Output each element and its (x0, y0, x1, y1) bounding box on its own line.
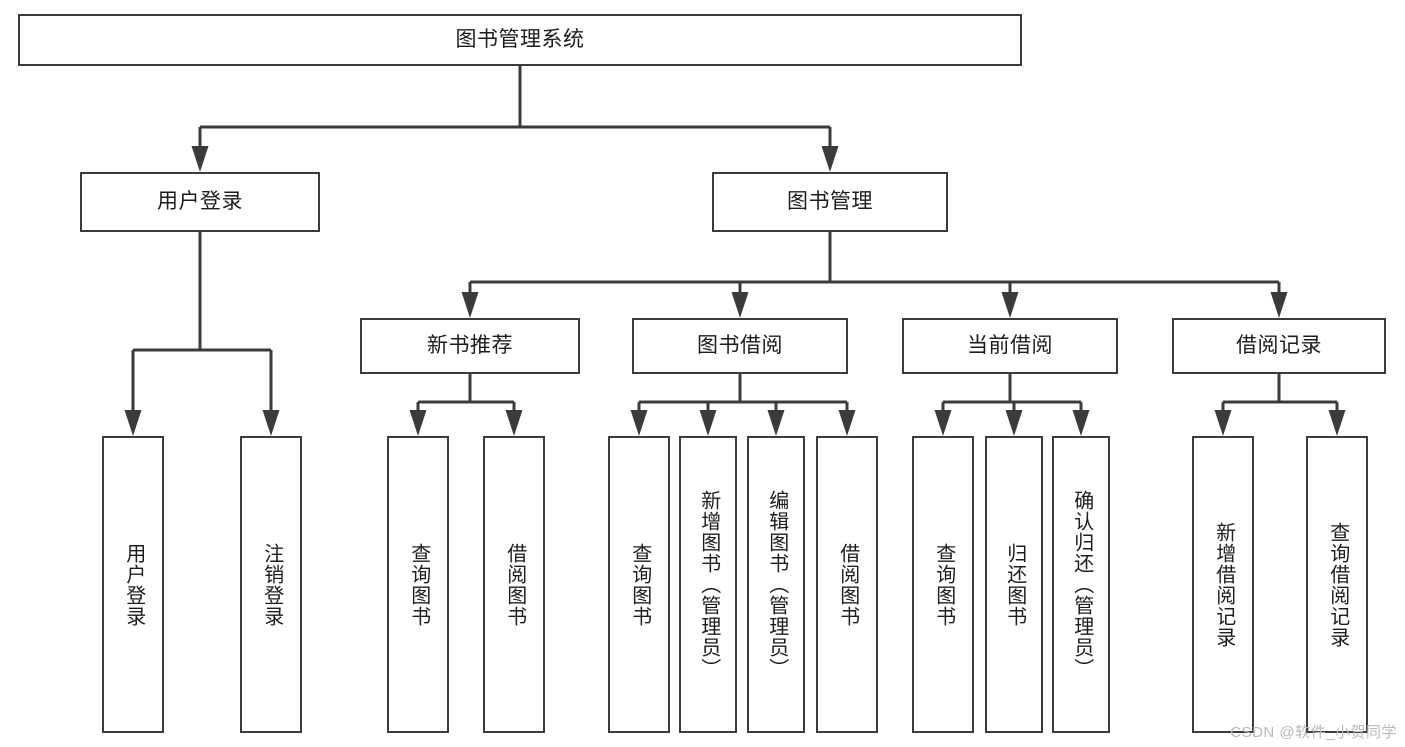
arrow-head-icon (1072, 410, 1090, 436)
node-leaf-query-record[interactable]: 查询借阅记录 (1306, 436, 1368, 733)
node-label: 查询图书 (407, 542, 430, 627)
node-label: 编辑图书（管理员） (765, 490, 788, 679)
node-leaf-borrow-book-2[interactable]: 借阅图书 (816, 436, 878, 733)
node-label: 当前借阅 (967, 333, 1053, 357)
node-label: 查询图书 (628, 542, 651, 627)
node-label: 借阅记录 (1236, 333, 1322, 357)
node-label: 新增图书（管理员） (697, 490, 720, 679)
node-label: 借阅图书 (503, 542, 526, 627)
node-label: 用户登录 (122, 542, 145, 627)
node-label: 注销登录 (260, 542, 283, 627)
arrow-head-icon (262, 410, 280, 436)
node-leaf-user-login[interactable]: 用户登录 (102, 436, 164, 733)
node-new-book-rec[interactable]: 新书推荐 (360, 318, 580, 374)
node-leaf-add-book[interactable]: 新增图书（管理员） (679, 436, 737, 733)
node-label: 图书管理系统 (455, 27, 585, 51)
node-label: 图书借阅 (697, 333, 783, 357)
node-leaf-user-logout[interactable]: 注销登录 (240, 436, 302, 733)
arrow-head-icon (838, 410, 856, 436)
node-root[interactable]: 图书管理系统 (18, 14, 1022, 66)
node-book-borrow[interactable]: 图书借阅 (632, 318, 848, 374)
node-current-borrow[interactable]: 当前借阅 (902, 318, 1118, 374)
node-leaf-query-book-2[interactable]: 查询图书 (608, 436, 670, 733)
arrow-head-icon (461, 292, 479, 318)
node-label: 查询图书 (932, 542, 955, 627)
node-label: 确认归还（管理员） (1070, 490, 1093, 679)
node-label: 查询借阅记录 (1326, 521, 1349, 648)
node-label: 归还图书 (1003, 542, 1026, 627)
arrow-head-icon (124, 410, 142, 436)
arrow-head-icon (630, 410, 648, 436)
node-leaf-confirm-return[interactable]: 确认归还（管理员） (1052, 436, 1110, 733)
arrow-head-icon (191, 146, 209, 172)
arrow-head-icon (1270, 292, 1288, 318)
arrow-head-icon (767, 410, 785, 436)
node-label: 图书管理 (787, 189, 873, 213)
arrow-head-icon (1001, 292, 1019, 318)
node-leaf-add-record[interactable]: 新增借阅记录 (1192, 436, 1254, 733)
arrow-head-icon (934, 410, 952, 436)
node-label: 新书推荐 (427, 333, 513, 357)
node-leaf-query-book-1[interactable]: 查询图书 (387, 436, 449, 733)
node-user-login[interactable]: 用户登录 (80, 172, 320, 232)
node-label: 用户登录 (157, 189, 243, 213)
node-leaf-return-book[interactable]: 归还图书 (985, 436, 1043, 733)
arrow-head-icon (699, 410, 717, 436)
arrow-head-icon (821, 146, 839, 172)
node-leaf-query-book-3[interactable]: 查询图书 (912, 436, 974, 733)
node-label: 新增借阅记录 (1212, 521, 1235, 648)
arrow-head-icon (505, 410, 523, 436)
arrow-head-icon (1214, 410, 1232, 436)
node-borrow-record[interactable]: 借阅记录 (1172, 318, 1386, 374)
arrow-head-icon (1005, 410, 1023, 436)
arrow-head-icon (1328, 410, 1346, 436)
arrow-head-icon (731, 292, 749, 318)
arrow-head-icon (409, 410, 427, 436)
node-book-mgmt[interactable]: 图书管理 (712, 172, 948, 232)
node-label: 借阅图书 (836, 542, 859, 627)
node-leaf-edit-book[interactable]: 编辑图书（管理员） (747, 436, 805, 733)
node-leaf-borrow-book-1[interactable]: 借阅图书 (483, 436, 545, 733)
